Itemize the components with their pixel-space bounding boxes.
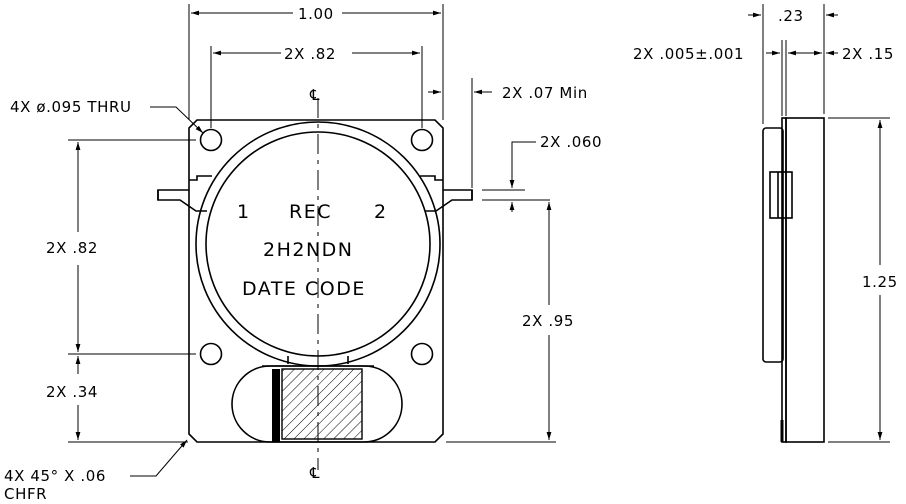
dim-bottom-hole: 2X .34 <box>46 383 98 401</box>
front-dimensions: 1.00 2X .82 2X .07 Min 4X ø.095 THRU 2X … <box>4 4 602 503</box>
dim-tab-width-min: 2X .07 Min <box>502 84 588 102</box>
body-outline <box>188 119 444 443</box>
dim-side-thickness-b: 2X .15 <box>842 45 894 63</box>
centerline-symbol-top: ℄ <box>309 86 320 104</box>
dim-hole-span-x: 2X .82 <box>284 45 336 63</box>
side-dimensions: .23 2X .005±.001 2X .15 1.25 <box>633 4 898 443</box>
dim-chamfer-line1: 4X 45° X .06 <box>4 467 106 485</box>
side-tab <box>769 171 793 219</box>
part-number-label: 2H2NDN <box>263 239 354 261</box>
dim-thru-holes: 4X ø.095 THRU <box>10 98 132 116</box>
dim-tab-thickness: 2X .060 <box>540 133 602 151</box>
dim-chamfer-line2: CHFR <box>4 485 47 503</box>
device-type-label: REC <box>289 201 332 223</box>
termination-pad <box>231 365 403 443</box>
tab-left <box>157 175 212 212</box>
centerline-symbol-bottom: ℄ <box>309 464 320 482</box>
mounting-hole-top-right <box>410 128 434 152</box>
port-1-label: 1 <box>237 201 251 223</box>
termination-black-bar <box>272 369 280 442</box>
side-body <box>785 117 825 443</box>
mounting-hole-bottom-left <box>199 342 223 366</box>
mounting-hole-top-left <box>199 128 223 152</box>
dim-side-depth: .23 <box>778 7 804 25</box>
mounting-hole-bottom-right <box>410 342 434 366</box>
dim-hole-span-y: 2X .82 <box>46 239 98 257</box>
tab-right <box>420 175 473 212</box>
port-2-label: 2 <box>374 201 388 223</box>
dim-tab-height: 2X .95 <box>522 312 574 330</box>
date-code-label: DATE CODE <box>242 278 366 300</box>
dim-width-top: 1.00 <box>298 5 334 23</box>
dim-side-height: 1.25 <box>862 273 898 291</box>
side-view <box>762 117 825 443</box>
side-housing <box>762 127 784 363</box>
termination-hatched-area <box>281 368 363 440</box>
front-view: ℄ ℄ 1 REC 2 2H2NDN DATE CODE <box>157 86 473 482</box>
dim-side-thickness-a: 2X .005±.001 <box>633 45 744 63</box>
